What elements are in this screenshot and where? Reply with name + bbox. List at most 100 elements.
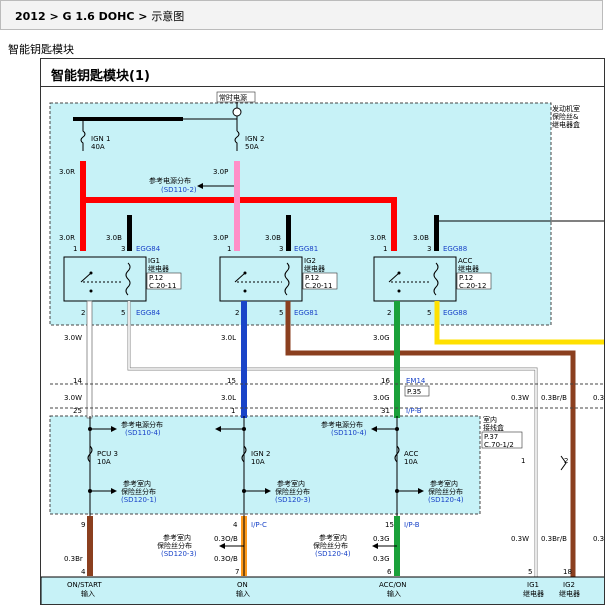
conn-egg88-top: EGG88 <box>443 245 467 253</box>
engine-box-label-2: 保险丝& <box>552 112 579 121</box>
svg-text:0.3W: 0.3W <box>511 535 529 543</box>
svg-text:3: 3 <box>121 245 125 253</box>
svg-text:3.0L: 3.0L <box>221 394 236 402</box>
wire-label-3-0P-a: 3.0P <box>213 168 228 176</box>
wire-label-3-0R-a: 3.0R <box>59 168 75 176</box>
svg-text:保险丝分布: 保险丝分布 <box>428 487 463 496</box>
wire-black-2 <box>286 215 291 251</box>
constant-power-label: 常时电源 <box>219 93 247 102</box>
svg-text:继电器: 继电器 <box>523 589 544 598</box>
out-on: ON <box>237 581 248 589</box>
svg-text:15: 15 <box>385 521 394 529</box>
svg-text:5: 5 <box>121 309 125 317</box>
svg-text:0.3O/B: 0.3O/B <box>214 555 238 563</box>
svg-text:3.0W: 3.0W <box>64 334 82 342</box>
svg-text:2: 2 <box>235 309 239 317</box>
out-on-start: ON/START <box>67 581 102 589</box>
constant-power-box <box>216 91 256 103</box>
fuse-ign1-rating: 40A <box>91 143 105 151</box>
svg-text:10A: 10A <box>97 458 111 466</box>
svg-text:输入: 输入 <box>81 589 95 598</box>
ref-sd110-2: (SD110-2) <box>161 186 197 194</box>
wire-black-3 <box>434 215 439 251</box>
svg-text:IGN 2: IGN 2 <box>251 450 270 458</box>
svg-text:P.12: P.12 <box>149 274 163 282</box>
conn-ipc: I/P-C <box>251 521 267 529</box>
fuse-ign2-jb <box>241 445 247 463</box>
svg-text:3.0G: 3.0G <box>373 334 390 342</box>
wire-yellow <box>434 301 604 345</box>
svg-text:1: 1 <box>231 407 235 415</box>
wire-blue <box>241 301 247 418</box>
svg-text:ACC: ACC <box>404 450 419 458</box>
p37-label-2: C.70-1/2 <box>484 441 514 449</box>
wiring-diagram: 发动机室 保险丝& 继电器盒 室内 接线盒 P.37 C.70-1/2 常时电源… <box>41 91 604 604</box>
wire-label-3-0R-c: 3.0R <box>370 234 386 242</box>
svg-text:ACC: ACC <box>458 257 473 265</box>
svg-text:4: 4 <box>233 521 238 529</box>
svg-text:5: 5 <box>528 568 532 576</box>
diagram-title: 智能钥匙模块(1) <box>51 69 150 84</box>
wire-label-3-0B-b: 3.0B <box>265 234 281 242</box>
section-title: 智能钥匙模块 <box>8 43 74 56</box>
svg-text:16: 16 <box>381 377 390 385</box>
svg-text:3: 3 <box>427 245 431 253</box>
svg-text:继电器: 继电器 <box>559 589 580 598</box>
svg-text:(SD120-4): (SD120-4) <box>428 496 464 504</box>
svg-text:9: 9 <box>81 521 85 529</box>
svg-text:31: 31 <box>381 407 390 415</box>
svg-text:参考电源分布: 参考电源分布 <box>121 420 163 429</box>
svg-text:C.20-11: C.20-11 <box>305 282 332 290</box>
svg-text:(SD120-4): (SD120-4) <box>315 550 351 558</box>
svg-text:6: 6 <box>387 568 392 576</box>
svg-text:0.3G: 0.3G <box>373 555 390 563</box>
p35-ref: P.35 <box>407 388 421 396</box>
p37-box <box>481 431 523 449</box>
wire-label-3-0B-a: 3.0B <box>106 234 122 242</box>
conn-ipb-top: I/P-B <box>406 407 422 415</box>
svg-text:15: 15 <box>227 377 236 385</box>
junction-box <box>49 415 481 515</box>
svg-text:0.3G: 0.3G <box>373 535 390 543</box>
diagram-title-bar: 智能钥匙模块(1) <box>41 59 604 87</box>
svg-text:C.20-12: C.20-12 <box>459 282 486 290</box>
svg-text:P.12: P.12 <box>305 274 319 282</box>
svg-text:(SD110-4): (SD110-4) <box>331 429 367 437</box>
engine-box-label-3: 继电器盒 <box>552 120 580 129</box>
svg-text:(SD110-4): (SD110-4) <box>125 429 161 437</box>
conn-egg88-bottom: EGG88 <box>443 309 467 317</box>
out-acc-on: ACC/ON <box>379 581 407 589</box>
svg-text:IG1: IG1 <box>148 257 160 265</box>
conn-egg81-bottom: EGG81 <box>294 309 318 317</box>
svg-text:2: 2 <box>564 457 568 465</box>
junction-label-2: 接线盒 <box>483 423 504 432</box>
svg-text:3: 3 <box>279 245 283 253</box>
svg-text:2: 2 <box>387 309 391 317</box>
out-ig2: IG2 <box>563 581 575 589</box>
svg-text:7: 7 <box>235 568 239 576</box>
breadcrumb: 2012 > G 1.6 DOHC > 示意图 <box>0 0 603 30</box>
conn-egg84-bottom: EGG84 <box>136 309 161 317</box>
svg-text:5: 5 <box>427 309 431 317</box>
svg-text:输入: 输入 <box>387 589 401 598</box>
relay-acc: ACC 继电器 P.12 C.20-12 <box>373 256 492 302</box>
fuse-ign1-name: IGN 1 <box>91 135 110 143</box>
svg-text:继电器: 继电器 <box>458 264 479 273</box>
svg-text:保险丝分布: 保险丝分布 <box>275 487 310 496</box>
fuse-ign2-rating: 50A <box>245 143 259 151</box>
svg-text:(SD120-3): (SD120-3) <box>161 550 197 558</box>
svg-text:1: 1 <box>383 245 387 253</box>
svg-text:3.0W: 3.0W <box>64 394 82 402</box>
svg-text:10A: 10A <box>404 458 418 466</box>
svg-text:14: 14 <box>73 377 82 385</box>
svg-text:参考电源分布: 参考电源分布 <box>321 420 363 429</box>
wire-white <box>86 300 93 419</box>
svg-text:1: 1 <box>227 245 231 253</box>
p37-label-1: P.37 <box>484 433 498 441</box>
diagram-frame: 智能钥匙模块(1) 发动机室 保险丝& 继电器盒 室内 接线盒 P.37 C.7… <box>40 58 605 605</box>
wire-red-ign1 <box>80 161 86 251</box>
fuse-ign1 <box>80 121 86 151</box>
svg-text:0.3Br/B: 0.3Br/B <box>541 535 567 543</box>
svg-text:P.12: P.12 <box>459 274 473 282</box>
svg-text:5: 5 <box>279 309 283 317</box>
